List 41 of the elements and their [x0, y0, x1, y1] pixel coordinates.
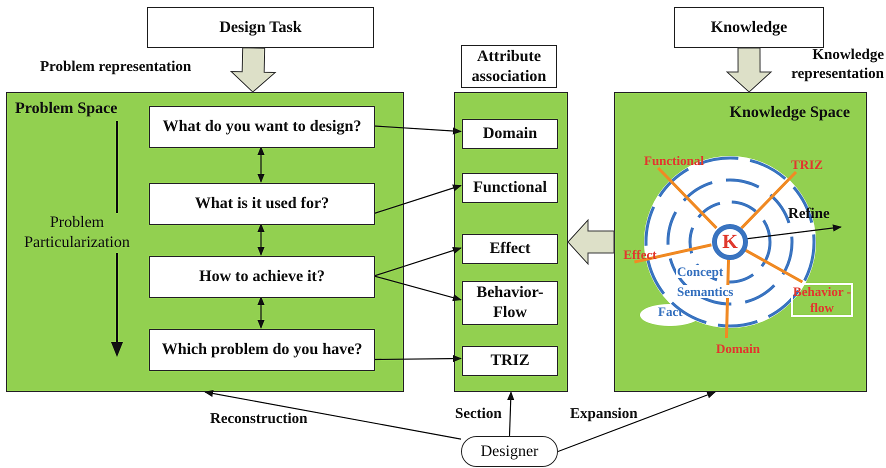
arrow	[204, 390, 462, 440]
edge-label: Knowledge representation	[790, 46, 884, 84]
arrow	[374, 125, 462, 135]
arrow	[374, 247, 462, 277]
attribute-box: Functional	[462, 173, 558, 203]
arrow	[746, 224, 842, 240]
attribute-box: Behavior- Flow	[462, 281, 558, 325]
question-box: Which problem do you have?	[149, 329, 375, 371]
question-box: What is it used for?	[149, 183, 375, 225]
ring-label: Concept	[676, 265, 724, 278]
arrow	[257, 146, 265, 183]
edge-label: Expansion	[570, 405, 638, 424]
actor-pill: Designer	[461, 436, 558, 467]
input-box: Design Task	[147, 7, 374, 48]
arrow	[257, 296, 265, 329]
attribute-box: Domain	[462, 119, 558, 149]
block-arrow	[567, 218, 614, 266]
attribute-box: Effect	[462, 234, 558, 264]
edge-label: Refine	[788, 205, 830, 224]
input-box: Knowledge	[674, 7, 824, 48]
edge-label: Section	[455, 405, 502, 424]
arrow	[374, 184, 462, 214]
heading-box: Attribute association	[461, 45, 557, 88]
arrow	[257, 223, 265, 256]
attribute-box: TRIZ	[462, 346, 558, 376]
edge-label: Reconstruction	[210, 410, 308, 429]
arrow	[558, 391, 716, 452]
spoke-label: Functional	[637, 151, 711, 169]
spoke-label: TRIZ	[787, 155, 827, 173]
arrow	[374, 355, 462, 362]
edge-label: Problem representation	[40, 58, 192, 77]
block-arrow	[230, 47, 276, 93]
ring-label: Semantics	[676, 285, 734, 298]
question-box: What do you want to design?	[149, 106, 375, 148]
spoke-label: Domain	[707, 339, 769, 357]
panel-box	[454, 92, 568, 392]
arrow	[507, 391, 514, 436]
arrow	[374, 275, 462, 302]
spoke-line	[744, 248, 804, 284]
block-arrow	[726, 47, 772, 93]
question-box: How to achieve it?	[149, 256, 375, 298]
